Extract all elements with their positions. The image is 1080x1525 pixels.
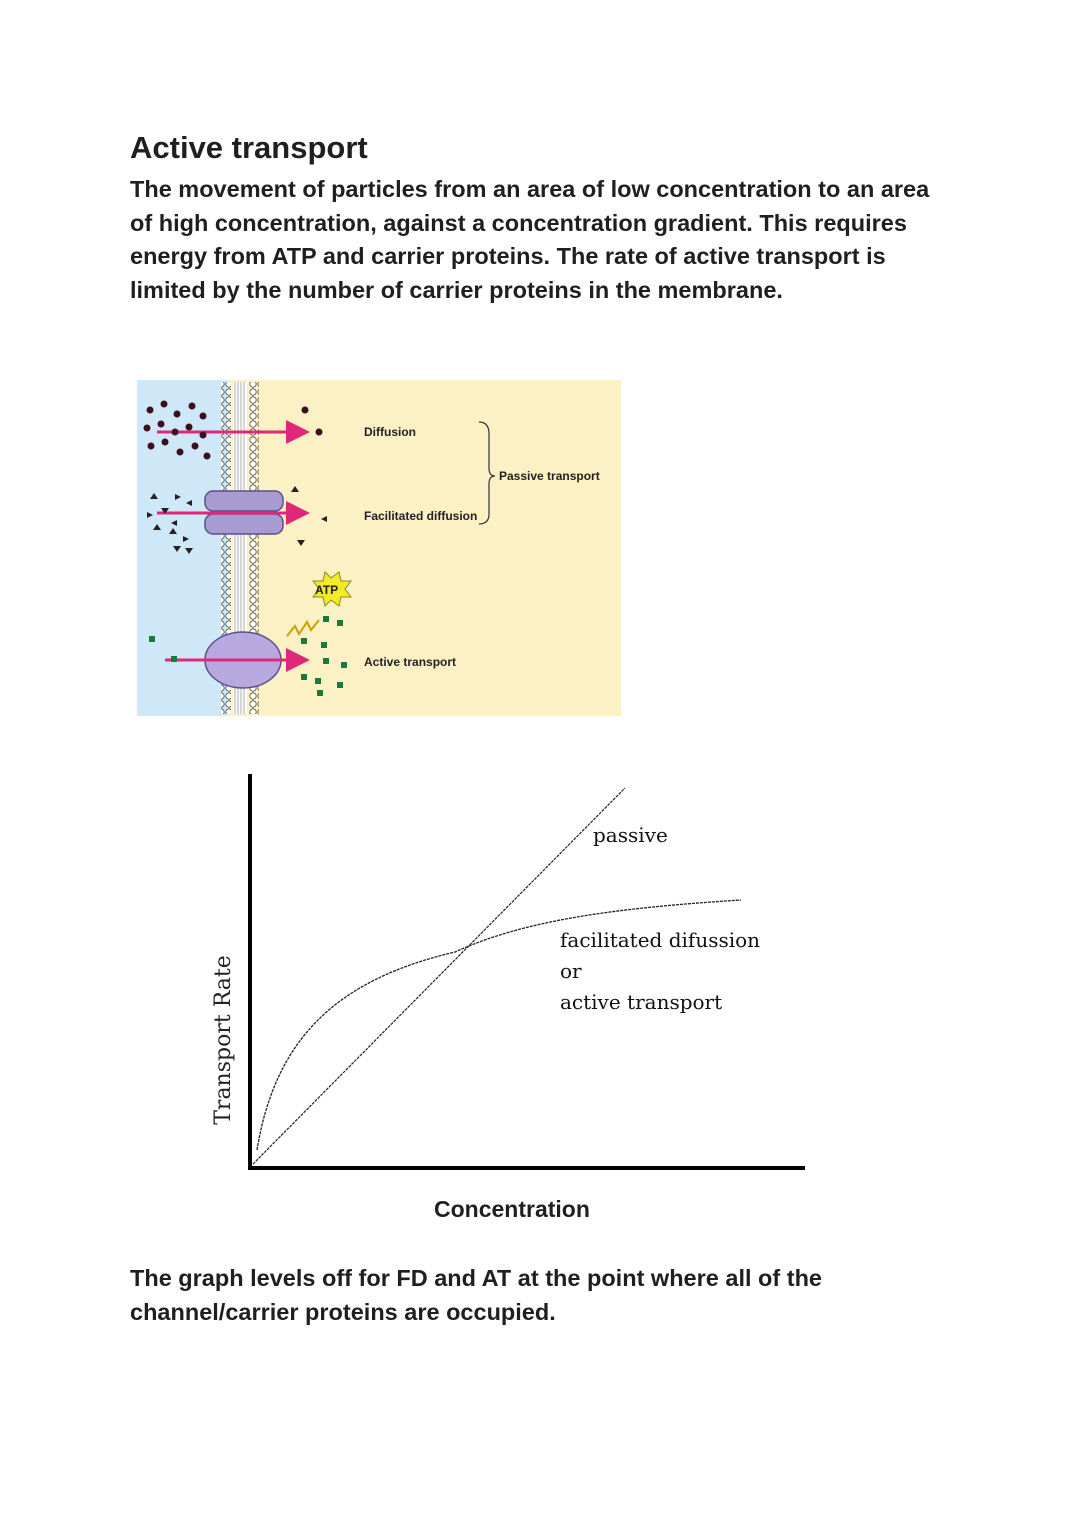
atp-burst: ATP — [286, 571, 352, 637]
active-transport-label: Active transport — [364, 655, 456, 669]
passive-line — [252, 787, 626, 1165]
transport-rate-graph: Transport Rate passive facilitated difus… — [211, 774, 805, 1170]
facilitated-diffusion-label: Facilitated diffusion — [364, 509, 477, 523]
diffusion-label: Diffusion — [364, 425, 416, 439]
active-transport-molecules — [149, 616, 347, 696]
passive-transport-bracket — [478, 421, 496, 525]
lipid-bilayer — [221, 382, 259, 714]
facilitated-active-curve — [256, 899, 742, 1151]
conclusion-paragraph: The graph levels off for FD and AT at th… — [130, 1265, 822, 1325]
passive-label: passive — [593, 823, 668, 847]
page-title: Active transport — [130, 130, 368, 165]
intro-paragraph: The movement of particles from an area o… — [130, 176, 930, 303]
membrane-transport-diagram: ATP Diffusion Facilitated diffusion Acti… — [137, 380, 621, 716]
facilitated-diffusion-label: facilitated difussion — [560, 928, 760, 952]
facilitated-molecules — [147, 486, 327, 554]
atp-label: ATP — [315, 583, 338, 597]
active-transport-label: active transport — [560, 990, 722, 1014]
passive-transport-label: Passive transport — [499, 469, 600, 483]
diffusion-molecules — [143, 400, 323, 460]
or-label: or — [560, 959, 582, 983]
channel-protein — [204, 490, 284, 535]
x-axis-label: Concentration — [434, 1196, 590, 1222]
y-axis-label: Transport Rate — [211, 955, 236, 1125]
